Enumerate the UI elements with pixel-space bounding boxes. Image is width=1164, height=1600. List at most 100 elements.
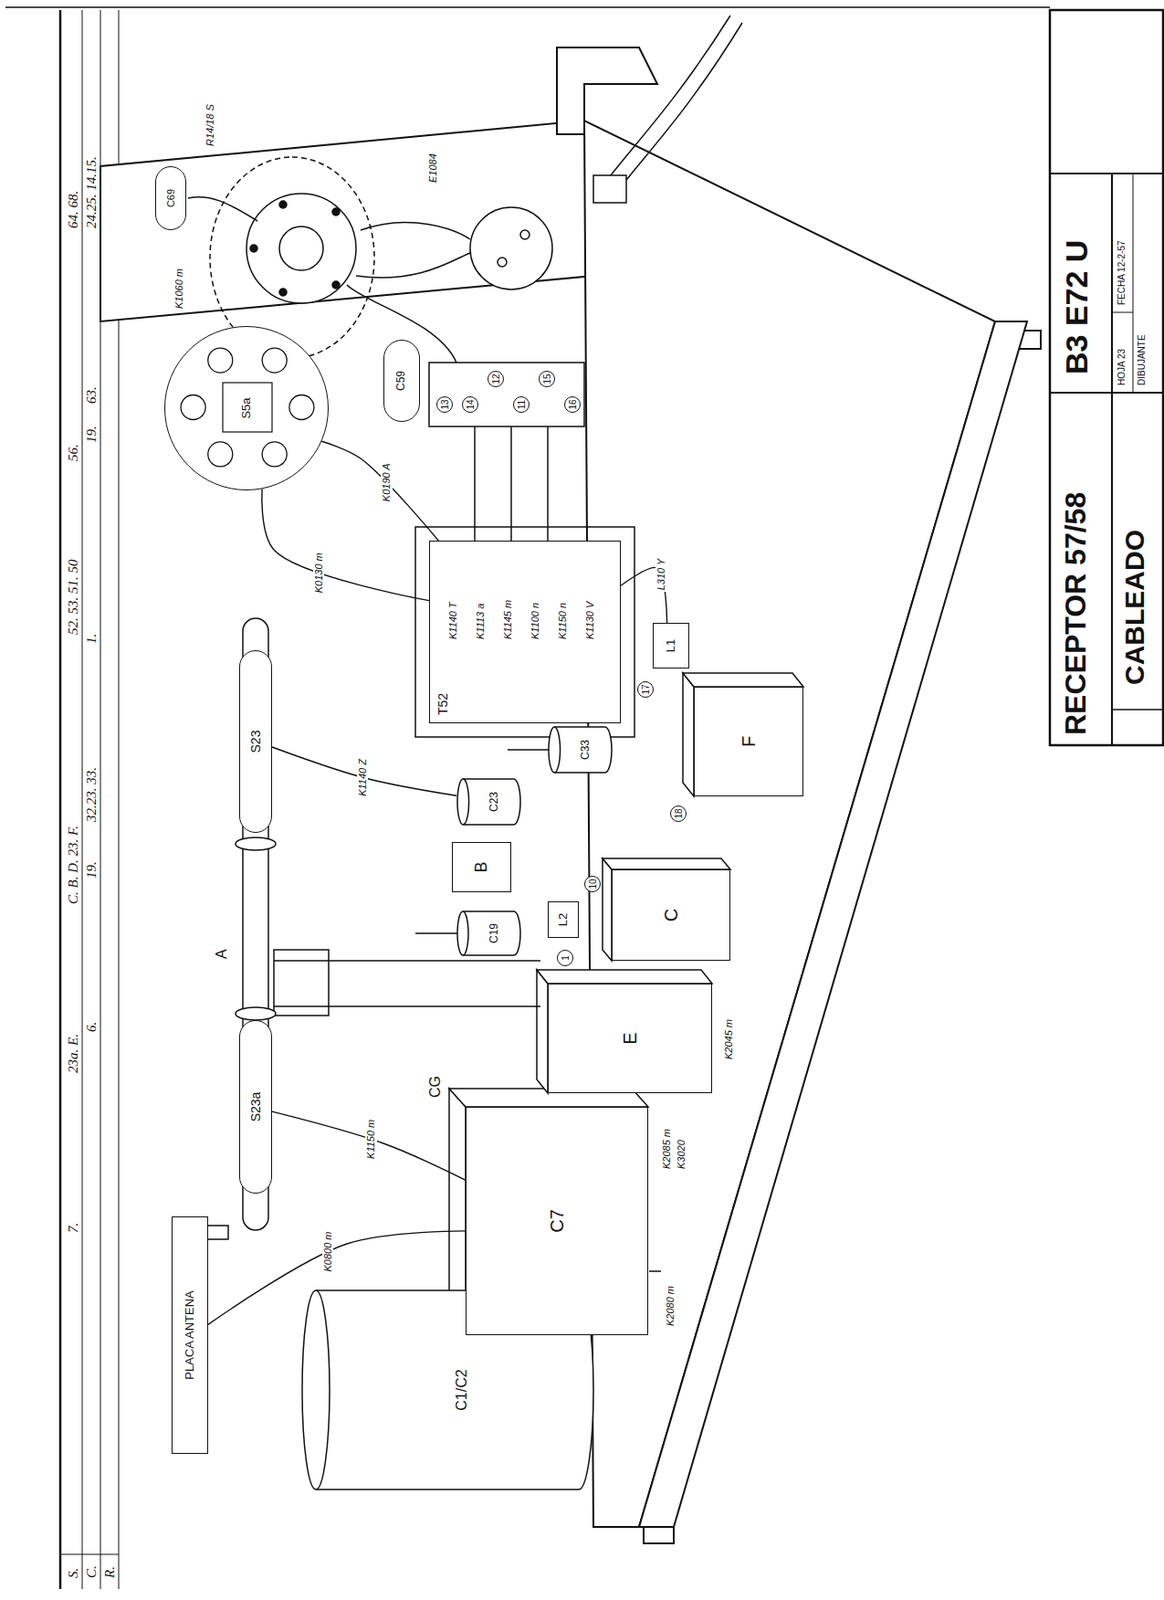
if-can: E (547, 983, 713, 1093)
table-entry: 64. 68. (65, 188, 82, 231)
antenna-tab (208, 1225, 229, 1239)
title-frame (1049, 10, 1164, 745)
callout-number: 17 (637, 681, 654, 698)
capacitor: C19 (456, 910, 521, 956)
table-entry: 19. (83, 423, 100, 445)
table-entry: R. (102, 1563, 118, 1580)
antenna-plate: PLACA ANTENA (171, 1216, 209, 1454)
table-entry: 7. (65, 1220, 82, 1235)
title-block-field: HOJA 23 (1116, 346, 1128, 388)
wire (356, 252, 471, 278)
part-label: A (213, 946, 231, 961)
table-entry: 24.25. 14.15. (83, 154, 100, 231)
cable-grommet (593, 175, 627, 203)
if-can: F (693, 686, 804, 797)
box-face (536, 969, 548, 1093)
node-label: C7 (546, 1208, 568, 1233)
wire-code: K1113 a (474, 601, 487, 641)
switch-pin (332, 208, 340, 216)
title-block-field: DIBUJANTE (1136, 332, 1148, 388)
socket-center (222, 382, 273, 432)
table-entry: 6. (83, 1019, 100, 1034)
wire (473, 426, 476, 541)
socket-hole (180, 395, 206, 420)
callout-number: 15 (538, 370, 556, 388)
cylinder-top (457, 911, 469, 955)
socket-hole (208, 347, 233, 373)
side-panel (100, 120, 594, 322)
wire-code: K1060 m (173, 266, 186, 311)
node-label: L1 (664, 639, 679, 652)
title-divider (1111, 312, 1133, 314)
table-entry: 19. (83, 859, 100, 881)
wire-code: K1140 T (447, 599, 460, 641)
mains-cable (607, 15, 731, 180)
rod-bracket (273, 949, 541, 1016)
sheet-rules (5, 7, 1050, 1589)
node-label: B (471, 861, 492, 873)
socket-hole (208, 441, 233, 467)
node-label: PLACA ANTENA (183, 1289, 198, 1380)
wire-code: K0130 m (313, 550, 326, 595)
wire (546, 426, 549, 541)
rod-clamp (235, 1006, 276, 1020)
node-label: C23 (488, 791, 502, 812)
capacitor: C59 (383, 339, 420, 422)
cylinder-top (548, 726, 561, 773)
rod-clamp (235, 837, 276, 850)
wire-code: K1130 V (584, 599, 597, 641)
table-entry: C. (83, 1562, 100, 1580)
rule-line (59, 10, 63, 1589)
box-face (682, 672, 804, 687)
title-divider (1049, 391, 1164, 394)
socket-hole (262, 441, 287, 467)
callout-number: 12 (487, 370, 504, 388)
callout-number: 10 (584, 875, 601, 892)
ferrite-rod: S23a (239, 1019, 273, 1194)
socket-pin (497, 257, 507, 267)
callout-number: 14 (461, 396, 479, 413)
table-entry: 1. (83, 631, 100, 646)
component-block: B (451, 841, 512, 892)
callout-number: 13 (436, 396, 453, 413)
capacitor-lead (507, 748, 550, 751)
wire (510, 426, 513, 541)
wire-code: K1100 n (529, 600, 542, 641)
node-label: S5a (240, 397, 254, 419)
node-label: C1/C2 (453, 1368, 471, 1410)
wire-code: K3020 (675, 1137, 688, 1171)
node-label: C69 (165, 188, 178, 208)
node-label: C59 (395, 370, 409, 391)
if-can: C (611, 869, 731, 961)
cylinder-body (462, 911, 521, 955)
chassis-notch (1018, 330, 1041, 349)
switch-pin (250, 244, 258, 252)
transformer-frame (415, 526, 635, 737)
title-divider (1111, 173, 1113, 745)
cylinder-top (302, 1289, 330, 1490)
switch-pin (332, 281, 340, 289)
node-label: C19 (488, 922, 502, 944)
table-entry: 56. (65, 441, 82, 463)
wire-code: K2085 m (660, 1126, 673, 1171)
chassis (100, 47, 1041, 1543)
rule-line (82, 10, 84, 1589)
table-entry: S. (65, 1565, 82, 1580)
coil-box: C7 (465, 1106, 649, 1335)
capacitor: C33 (547, 725, 612, 774)
box-faces (415, 526, 804, 1335)
mounting-bracket (556, 47, 658, 135)
wire-code: K0190 A (380, 461, 393, 504)
terminal-strip (429, 362, 585, 427)
switch-pin (279, 200, 287, 209)
capacitor-lead (415, 932, 459, 934)
lamp-socket (470, 207, 553, 290)
title-block (1049, 10, 1164, 745)
wire-code: R14/18 S (204, 102, 217, 148)
cylinder-body (462, 778, 521, 825)
switch-body (246, 193, 357, 304)
mains-cable (619, 22, 743, 189)
node-label: C33 (579, 739, 593, 760)
coil: L1 (652, 622, 690, 669)
